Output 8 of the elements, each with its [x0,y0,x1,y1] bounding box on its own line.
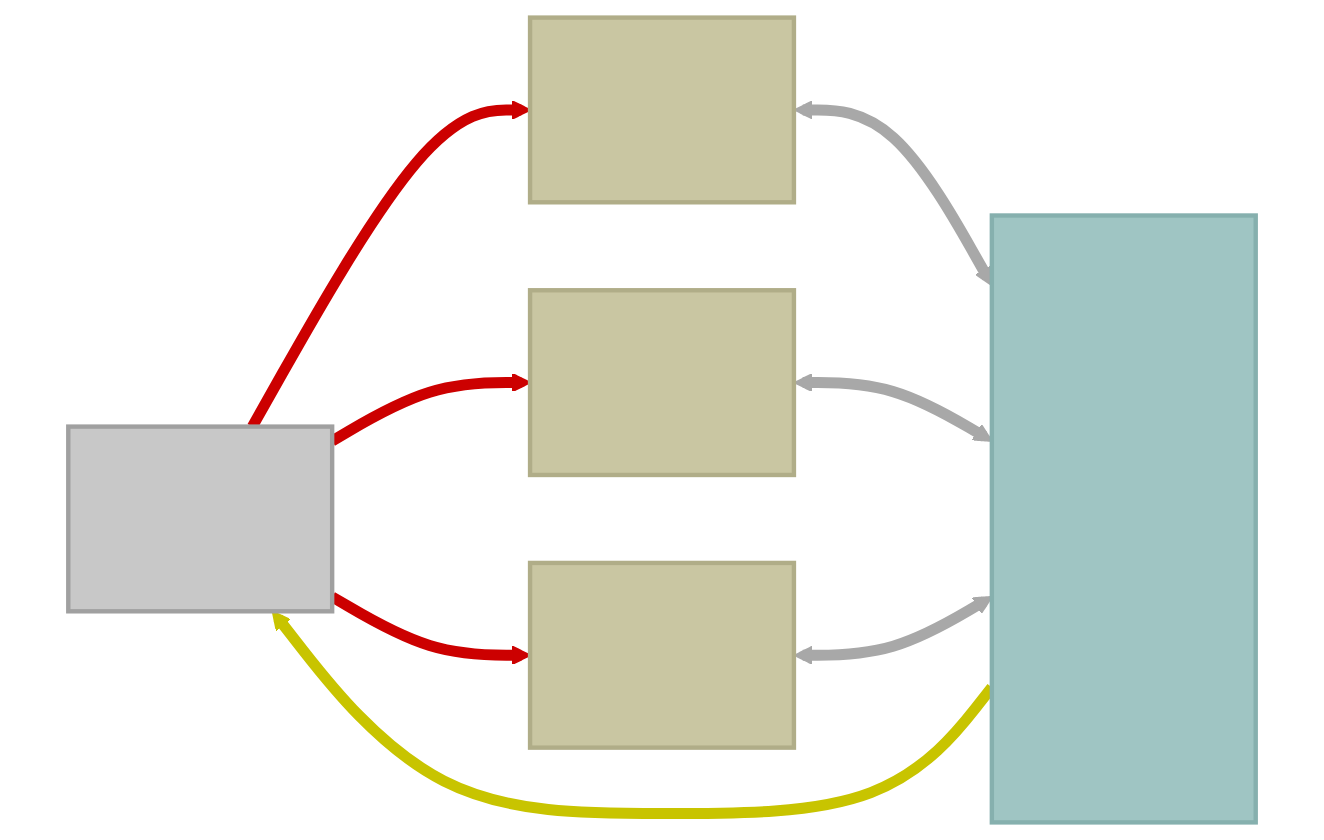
bar-block [989,213,1258,825]
box-block [527,15,797,205]
arrow [793,596,993,665]
arrow [793,372,993,442]
box-block [527,560,797,750]
arrow [793,100,993,287]
box-block [527,288,797,478]
box-block [66,424,335,614]
